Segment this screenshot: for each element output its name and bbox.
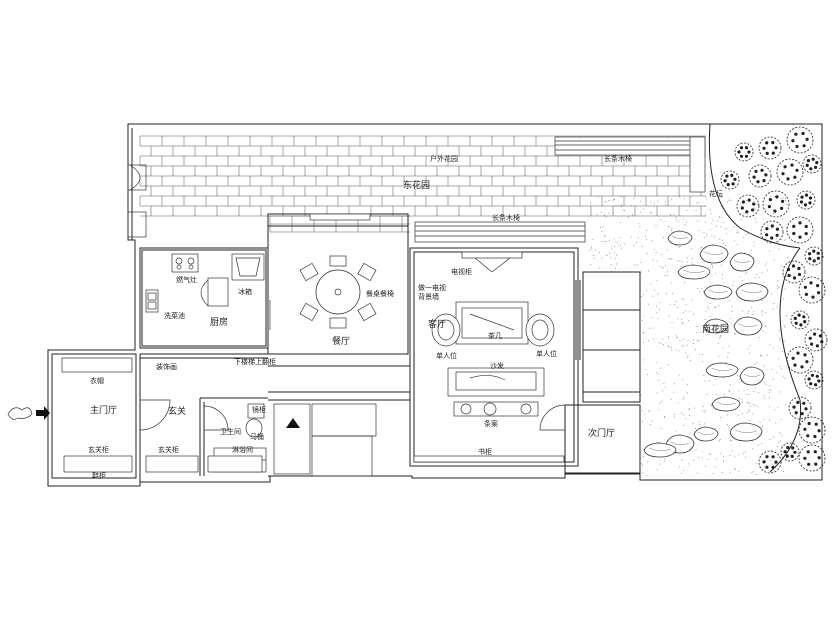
dining-table [299, 255, 377, 329]
label-dining-table: 餐桌餐椅 [366, 289, 394, 298]
label-side-table: 条案 [484, 419, 498, 428]
label-living-room: 客厅 [428, 318, 446, 330]
coffee-table [455, 301, 529, 345]
label-main-hall: 主门厅 [90, 404, 117, 416]
tv-cabinet [461, 251, 523, 273]
cabinets [61, 357, 263, 473]
label-shower: 淋浴间 [232, 445, 253, 454]
doors [139, 300, 566, 431]
interior-walls [51, 213, 641, 482]
label-toilet: 马桶 [250, 432, 264, 441]
label-stair-cabinet: 下楼梯上翻柜 [234, 357, 276, 366]
staircase [273, 403, 377, 477]
label-decor-cabinet: 装饰画 [156, 362, 177, 371]
label-foyer-cabinet: 玄关柜 [158, 445, 179, 454]
label-long-bench-mid: 长条木椅 [492, 213, 520, 222]
sofa [447, 367, 545, 397]
entrance-arrow-icon [36, 406, 50, 420]
label-bookshelf: 书柜 [478, 447, 492, 456]
long-bench-mid [414, 221, 586, 243]
label-bathroom: 卫生间 [220, 427, 241, 436]
gas-stove [171, 253, 199, 273]
fridge [231, 253, 265, 281]
shrubs [720, 126, 828, 474]
label-fridge: 冰箱 [238, 287, 252, 296]
sink [145, 289, 159, 313]
south-garden [588, 123, 828, 477]
label-coffee-table: 茶几 [488, 331, 502, 340]
label-secondary-hall: 次门厅 [588, 427, 615, 439]
label-tv-wall-2: 背景墙 [418, 292, 439, 301]
label-east-garden: 东花园 [403, 179, 430, 191]
label-entry-cabinet-bottom: 玄关柜 [88, 445, 109, 454]
label-entry-cabinet-top: 衣帽 [90, 376, 104, 385]
bookshelf [413, 455, 565, 463]
shoe-icon [7, 407, 33, 420]
label-outdoor-garden: 户外花园 [430, 154, 458, 163]
single-sofa-right [525, 313, 555, 347]
gravel-area [588, 195, 789, 477]
label-sink: 洗菜池 [164, 311, 185, 320]
label-foyer: 玄关 [168, 405, 186, 417]
label-gas-stove: 燃气灶 [176, 275, 197, 284]
label-dining-room: 餐厅 [332, 335, 350, 347]
label-sofa: 沙发 [490, 361, 504, 370]
single-sofa-left [431, 313, 461, 347]
long-bench-top [554, 136, 706, 193]
label-single-sofa-left: 单人位 [436, 351, 457, 360]
labels: 户外花园 东花园 长条木椅 长条木椅 花坛 南花园 燃气灶 冰箱 洗菜池 厨房 … [88, 154, 729, 480]
patio-paving [139, 135, 706, 233]
label-flower-bed: 花坛 [709, 189, 723, 198]
stepping-stones [643, 230, 769, 458]
label-long-bench-top: 长条木椅 [604, 154, 632, 163]
label-mirror: 镜柜 [252, 405, 266, 414]
label-kitchen: 厨房 [210, 316, 228, 328]
label-south-garden: 南花园 [702, 323, 729, 335]
label-tv-wall-1: 做一电视 [418, 283, 446, 292]
label-single-sofa-right: 单人位 [536, 349, 557, 358]
label-shoe-cabinet: 鞋柜 [92, 471, 106, 480]
kitchen-counter [200, 277, 229, 307]
garden-gate [127, 164, 147, 238]
label-tv-cabinet: 电视柜 [451, 267, 472, 276]
side-table [453, 401, 539, 417]
